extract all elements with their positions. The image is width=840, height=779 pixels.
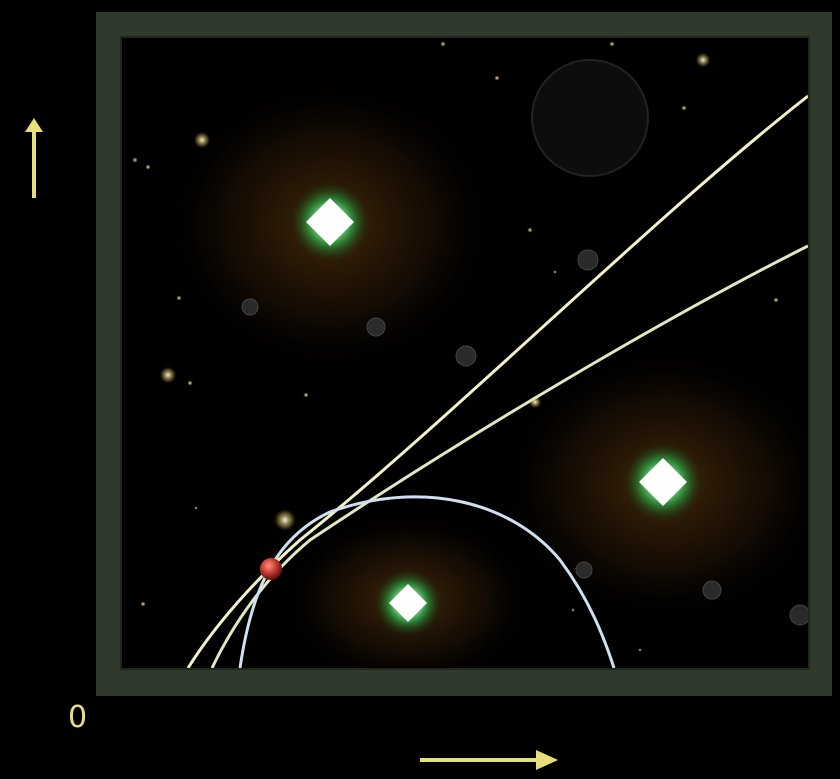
dim-moon (531, 59, 649, 177)
trajectory-line-upper (186, 94, 808, 668)
background-stars (132, 41, 779, 652)
origin-label: 0 (68, 700, 88, 735)
bright-star (374, 569, 442, 637)
x-axis-arrow (420, 750, 558, 770)
faint-planets (241, 249, 808, 626)
red-planet (260, 558, 282, 580)
y-axis-arrow (25, 118, 43, 198)
trajectory-line-lower (210, 244, 808, 668)
bright-star (290, 182, 370, 262)
bright-star (623, 442, 703, 522)
